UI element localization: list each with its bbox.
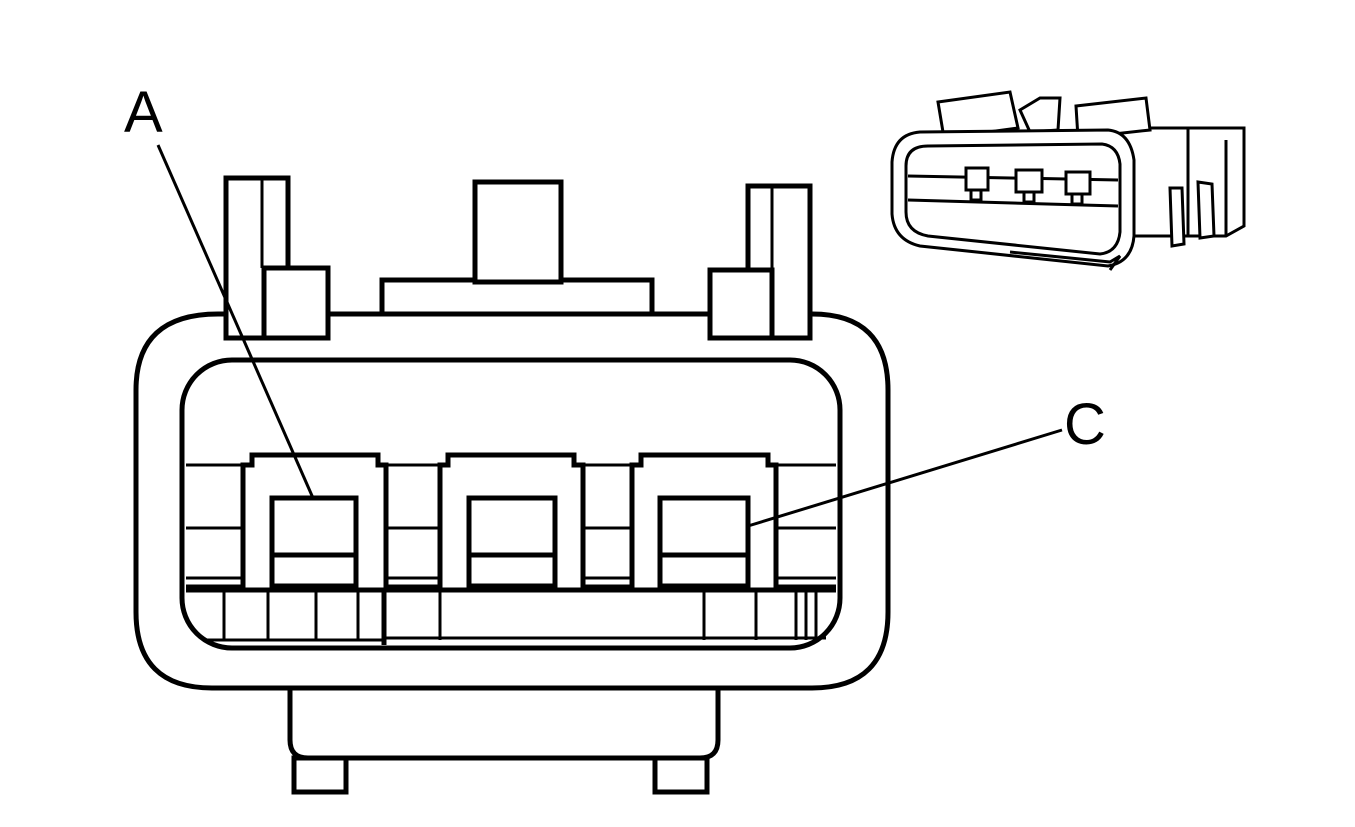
callout-label-c: C — [1064, 392, 1106, 457]
callout-c: C — [747, 392, 1106, 528]
connector-face-view — [133, 175, 891, 795]
bottom-latch — [287, 688, 721, 795]
terminal-cavity-b — [437, 452, 586, 590]
cavity-bottom-row — [186, 587, 836, 645]
leader-line-c — [747, 428, 1063, 528]
top-left-tab — [223, 175, 331, 341]
callout-label-a: A — [124, 80, 163, 145]
top-center-tab — [379, 179, 655, 317]
connector-isometric-view — [890, 90, 1246, 271]
terminal-cavity-c — [629, 452, 779, 590]
leader-line-a — [156, 144, 315, 499]
terminal-cavity-a — [240, 452, 389, 590]
top-right-tab — [707, 183, 813, 341]
callout-a: A — [124, 80, 315, 499]
